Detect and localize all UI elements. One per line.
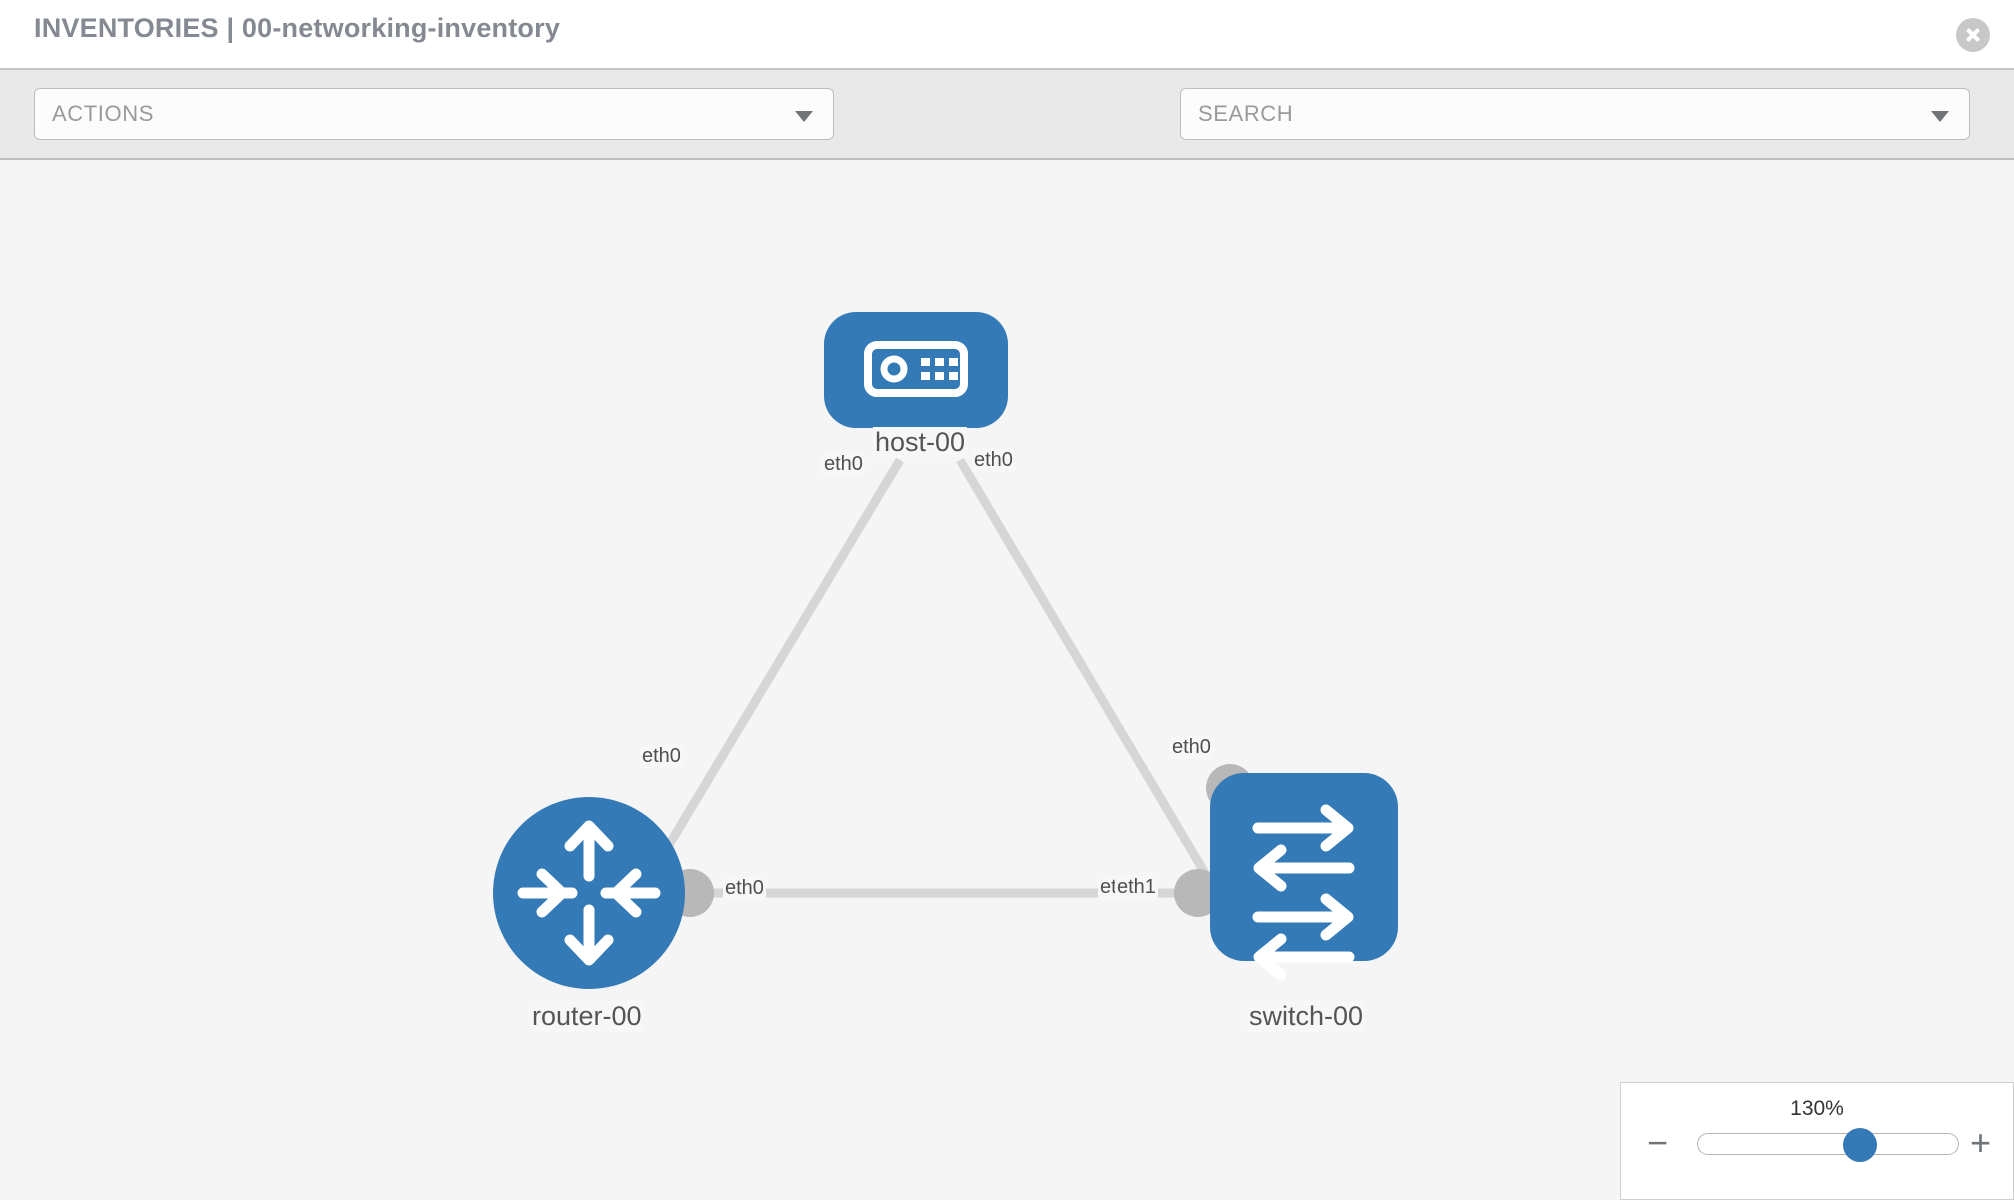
toolbar: ACTIONS SEARCH: [0, 68, 2014, 199]
topology-graph: [493, 312, 1398, 989]
iface-label-host-router: eth0: [822, 453, 865, 476]
zoom-slider-thumb[interactable]: [1843, 1128, 1878, 1162]
zoom-panel: 130% − +: [1620, 1082, 2014, 1200]
link-host-switch: [956, 457, 1219, 893]
iface-label-host-switch: eth0: [972, 449, 1015, 472]
node-router-00: [493, 797, 685, 989]
node-switch-00: [1210, 773, 1398, 981]
node-host-00: [824, 312, 1008, 428]
chevron-down-icon: [795, 111, 813, 122]
zoom-slider[interactable]: [1697, 1128, 1959, 1162]
iface-label-switch-host: eth0: [1170, 736, 1213, 759]
zoom-in-button[interactable]: +: [1969, 1122, 1991, 1163]
close-icon[interactable]: [1956, 18, 1990, 52]
iface-label-switch-router-eth1: eth1: [1115, 876, 1158, 899]
link-host-router: [656, 457, 904, 863]
switch-arrows-icon: [1252, 804, 1355, 981]
iface-label-router-host: eth0: [640, 745, 683, 768]
server-icon: [864, 341, 968, 397]
node-label-switch-00: switch-00: [1247, 1001, 1366, 1032]
actions-dropdown-label: ACTIONS: [52, 101, 154, 126]
actions-dropdown[interactable]: ACTIONS: [34, 88, 834, 140]
zoom-out-button[interactable]: −: [1647, 1122, 1669, 1163]
zoom-level-value: 130%: [1790, 1097, 1844, 1120]
page-title: INVENTORIES | 00-networking-inventory: [34, 13, 561, 43]
search-input[interactable]: SEARCH: [1180, 88, 1970, 140]
search-placeholder: SEARCH: [1198, 101, 1294, 126]
chevron-down-icon: [1931, 111, 1949, 122]
page-header: INVENTORIES | 00-networking-inventory: [0, 0, 2014, 68]
router-arrows-icon: [517, 820, 661, 966]
node-label-router-00: router-00: [530, 1001, 644, 1032]
node-label-host-00: host-00: [873, 427, 968, 458]
topology-canvas[interactable]: host-00 router-00 switch-00 eth0 eth0 et…: [0, 160, 2014, 1200]
iface-label-router-switch: eth0: [723, 877, 766, 900]
